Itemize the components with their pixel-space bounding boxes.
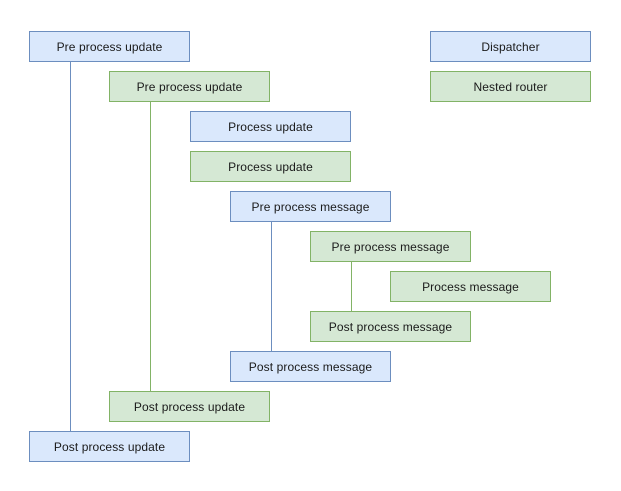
node-process-update-dispatcher[interactable]: Process update [190,111,351,142]
node-pre-process-message-dispatcher[interactable]: Pre process message [230,191,391,222]
node-label: Post process message [328,319,453,334]
node-post-process-message-dispatcher[interactable]: Post process message [230,351,391,382]
edge-pre-message-router-to-post-message-router [351,262,352,312]
edge-pre-message-dispatcher-to-post-message-dispatcher [271,222,272,352]
node-label: Process update [228,119,313,134]
node-label: Post process update [133,399,246,414]
node-label: Post process update [53,439,166,454]
node-post-process-update-dispatcher[interactable]: Post process update [29,431,190,462]
edge-pre-update-router-to-post-update-router [150,102,151,392]
legend-label: Dispatcher [481,39,540,54]
node-post-process-update-router[interactable]: Post process update [109,391,270,422]
node-label: Pre process update [136,79,243,94]
node-label: Pre process message [251,199,370,214]
node-pre-process-message-router[interactable]: Pre process message [310,231,471,262]
legend-dispatcher[interactable]: Dispatcher [430,31,591,62]
node-label: Post process message [248,359,373,374]
node-label: Pre process message [331,239,450,254]
node-pre-process-update-dispatcher[interactable]: Pre process update [29,31,190,62]
node-process-message-router[interactable]: Process message [390,271,551,302]
legend-label: Nested router [473,79,548,94]
node-post-process-message-router[interactable]: Post process message [310,311,471,342]
edge-pre-update-dispatcher-to-post-update-dispatcher [70,62,71,432]
legend-nested-router[interactable]: Nested router [430,71,591,102]
node-pre-process-update-router[interactable]: Pre process update [109,71,270,102]
node-label: Process message [422,279,519,294]
node-label: Process update [228,159,313,174]
node-label: Pre process update [56,39,163,54]
node-process-update-router[interactable]: Process update [190,151,351,182]
